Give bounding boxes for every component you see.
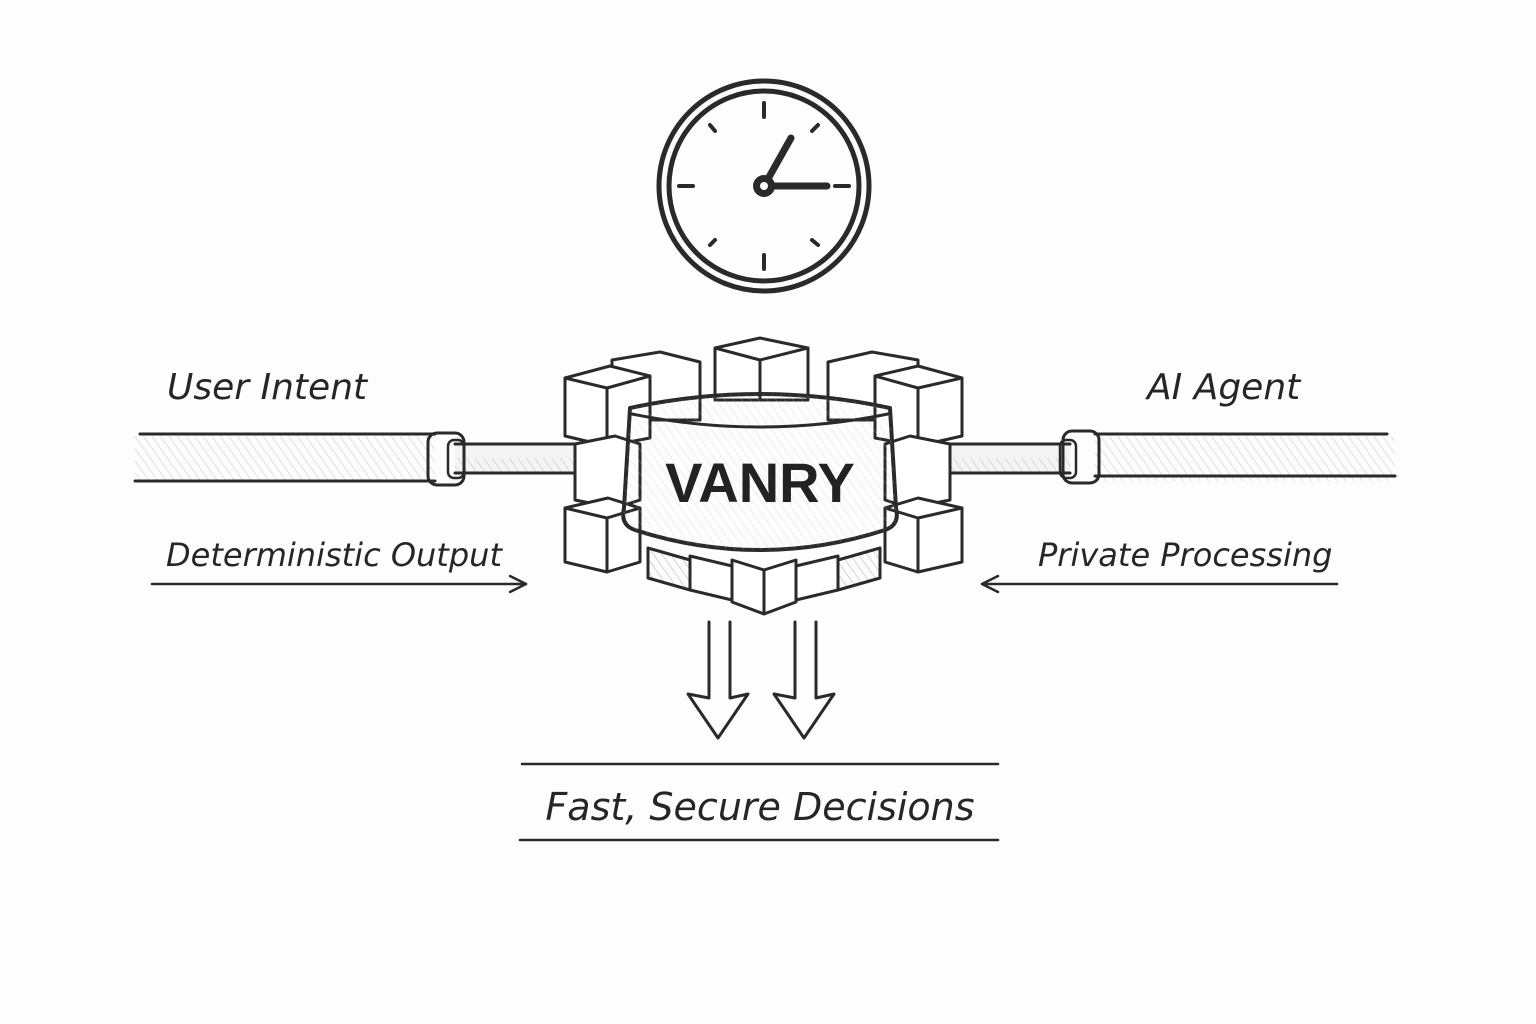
core-label: VANRY: [665, 451, 855, 514]
output-label: Fast, Secure Decisions: [545, 785, 974, 829]
deterministic-output-label: Deterministic Output: [166, 536, 503, 574]
vanry-core: VANRY: [621, 392, 899, 552]
clock-ticks: [677, 101, 851, 271]
output-banner: Fast, Secure Decisions: [518, 762, 1000, 842]
left-input-pipe: [133, 431, 577, 487]
clock-icon: [656, 78, 872, 294]
user-intent-label: User Intent: [167, 367, 369, 408]
right-input-pipe: [948, 429, 1397, 485]
pipe-coupling-right: [1061, 429, 1101, 485]
right-arrow-icon: [150, 574, 528, 594]
down-arrow-icon: [686, 620, 750, 740]
private-processing-label: Private Processing: [1038, 536, 1332, 574]
left-arrow-icon: [980, 574, 1339, 594]
down-arrow-icon: [772, 620, 836, 740]
ai-agent-label: AI Agent: [1145, 367, 1302, 408]
cube-cluster: [563, 336, 964, 616]
